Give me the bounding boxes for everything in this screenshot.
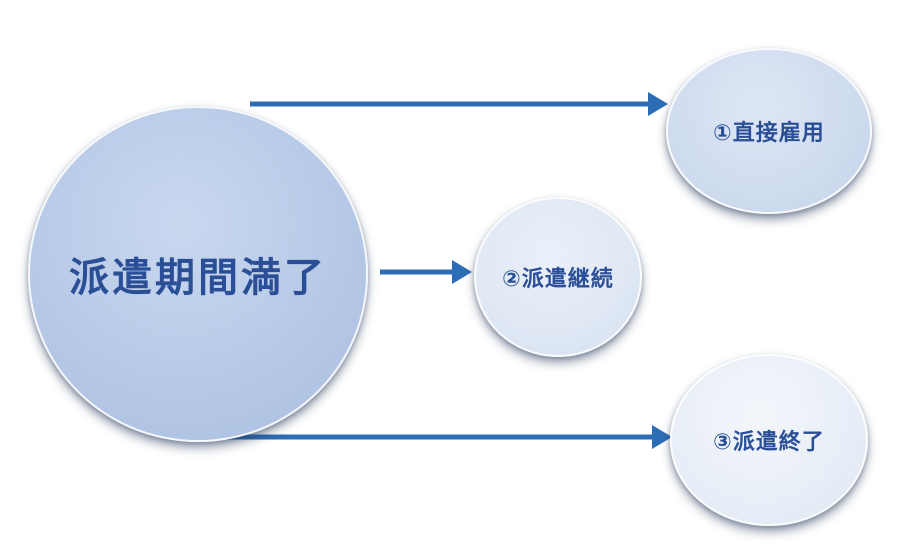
dispatch-end-label: ③派遣終了 — [713, 430, 825, 455]
dispatch-end-node: ③派遣終了 — [670, 354, 868, 526]
arrowhead-direct-hire — [648, 92, 668, 116]
dispatch-continue-node: ②派遣継続 — [474, 197, 642, 357]
direct-hire-label: ①直接雇用 — [713, 121, 825, 146]
dispatch-period-expired-node: 派遣期間満了 — [28, 106, 368, 442]
arrowhead-dispatch-continue — [452, 260, 472, 284]
arrowhead-dispatch-end — [652, 425, 672, 449]
dispatch-period-expired-label: 派遣期間満了 — [69, 255, 327, 301]
direct-hire-node: ①直接雇用 — [666, 48, 872, 214]
dispatch-continue-label: ②派遣継続 — [502, 267, 614, 292]
